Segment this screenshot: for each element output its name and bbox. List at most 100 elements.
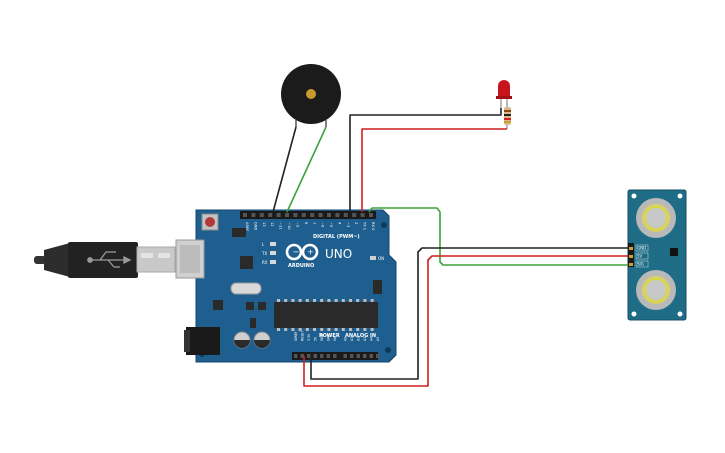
sensor-pin[interactable] xyxy=(629,263,633,266)
onboard-led-label: L xyxy=(262,242,265,247)
wires xyxy=(272,108,628,387)
onboard-led xyxy=(270,251,276,255)
bottom-pin-3[interactable] xyxy=(313,354,318,358)
sensor-pin[interactable] xyxy=(629,255,633,258)
bottom-pin-label: GND xyxy=(320,333,324,341)
arduino-brand: ARDUINO xyxy=(288,263,314,269)
bottom-pin-11[interactable] xyxy=(369,354,374,358)
bottom-pin-12[interactable] xyxy=(376,354,380,358)
red-led[interactable] xyxy=(496,80,512,108)
chip-leg xyxy=(370,299,374,302)
wire-led-signal[interactable] xyxy=(361,128,507,212)
chip-leg xyxy=(320,328,324,331)
usb-controller-chip xyxy=(240,256,253,269)
wire-buzzer-signal[interactable] xyxy=(286,126,327,213)
top-pin-label: TX 1 xyxy=(363,221,367,230)
bottom-pin-1[interactable] xyxy=(300,354,305,358)
chip-leg xyxy=(327,299,331,302)
top-pin-label: 13 xyxy=(262,222,266,227)
onboard-led-label: RX xyxy=(262,260,268,265)
bottom-pin-8[interactable] xyxy=(350,354,354,358)
usb-cable-boot xyxy=(44,243,70,277)
top-pin-label: AREF xyxy=(245,222,249,231)
top-pin-label: ~11 xyxy=(279,222,283,230)
chip-leg xyxy=(284,328,288,331)
wire-sensor-5v[interactable] xyxy=(303,255,628,387)
chip-leg xyxy=(284,299,288,302)
pin-7[interactable] xyxy=(301,213,306,217)
pin-4[interactable] xyxy=(276,213,281,217)
wire-sensor-gnd[interactable] xyxy=(310,247,628,380)
bottom-pin-6[interactable] xyxy=(333,354,337,358)
top-pin-label: 4 xyxy=(337,222,341,225)
top-pin-label: 7 xyxy=(312,222,316,224)
pin-9[interactable] xyxy=(318,213,323,217)
wire-led-gnd[interactable] xyxy=(349,108,502,212)
chip-leg xyxy=(363,328,367,331)
on-led xyxy=(370,256,376,260)
chip-leg xyxy=(356,328,360,331)
dc-power-jack xyxy=(186,327,220,355)
bottom-pin-label: A3 xyxy=(363,337,367,341)
pin-12[interactable] xyxy=(343,213,348,217)
wire-sensor-signal[interactable] xyxy=(368,207,628,266)
bottom-pin-4[interactable] xyxy=(320,354,324,358)
pin-13[interactable] xyxy=(352,213,357,217)
reset-button-cap xyxy=(205,217,215,227)
pin-0[interactable] xyxy=(243,213,247,217)
pin-15[interactable] xyxy=(369,213,373,217)
chip-leg xyxy=(356,299,360,302)
bottom-pin-0[interactable] xyxy=(294,354,298,358)
chip-leg xyxy=(327,328,331,331)
usb-cable[interactable] xyxy=(34,242,176,278)
bottom-pin-9[interactable] xyxy=(356,354,361,358)
on-led-label: ON xyxy=(378,256,384,261)
bottom-pin-label: 5V xyxy=(314,336,318,341)
sensor-pin-label: 5V xyxy=(637,254,643,259)
pin-11[interactable] xyxy=(335,213,340,217)
pin-3[interactable] xyxy=(268,213,273,217)
atmega-chip xyxy=(274,302,378,328)
chip-leg xyxy=(277,328,280,331)
wire-buzzer-gnd[interactable] xyxy=(272,126,297,213)
bottom-pin-5[interactable] xyxy=(326,354,331,358)
sensor-pin[interactable] xyxy=(629,247,633,250)
usb-cable-strain xyxy=(34,256,46,264)
top-pin-label: ~9 xyxy=(295,222,299,228)
pin-2[interactable] xyxy=(259,213,264,217)
bottom-pin-2[interactable] xyxy=(307,354,311,358)
bottom-pin-label: GND xyxy=(327,333,331,341)
top-pin-label: ~10 xyxy=(287,222,291,230)
chip-leg xyxy=(298,328,302,331)
pin-14[interactable] xyxy=(360,213,365,217)
chip-leg xyxy=(370,328,374,331)
usb-symbol-icon xyxy=(87,251,132,268)
chip-leg xyxy=(277,299,280,302)
analog-header xyxy=(334,352,378,360)
chip-leg xyxy=(313,328,316,331)
chip-leg xyxy=(291,328,295,331)
chip-leg xyxy=(334,328,338,331)
bottom-pin-10[interactable] xyxy=(363,354,367,358)
chip-leg xyxy=(334,299,338,302)
arduino-infinity-logo xyxy=(285,243,319,261)
bottom-pin-label: A5 xyxy=(376,337,380,341)
pin-1[interactable] xyxy=(251,213,256,217)
pin-10[interactable] xyxy=(327,213,331,217)
bottom-pin-label: 3.3V xyxy=(307,333,311,341)
sensor-transducer-bottom xyxy=(636,270,676,310)
pin-5[interactable] xyxy=(285,213,289,217)
led-dome xyxy=(498,80,510,96)
chip-leg xyxy=(363,299,367,302)
resistor[interactable] xyxy=(504,104,511,129)
pin-6[interactable] xyxy=(293,213,298,217)
chip-leg xyxy=(349,299,352,302)
arduino-model: UNO xyxy=(325,247,352,261)
bottom-pin-7[interactable] xyxy=(343,354,348,358)
pin-8[interactable] xyxy=(310,213,315,217)
svg-text:+: + xyxy=(307,248,314,257)
piezo-buzzer[interactable] xyxy=(281,64,341,127)
bottom-pin-label: A4 xyxy=(370,337,374,341)
